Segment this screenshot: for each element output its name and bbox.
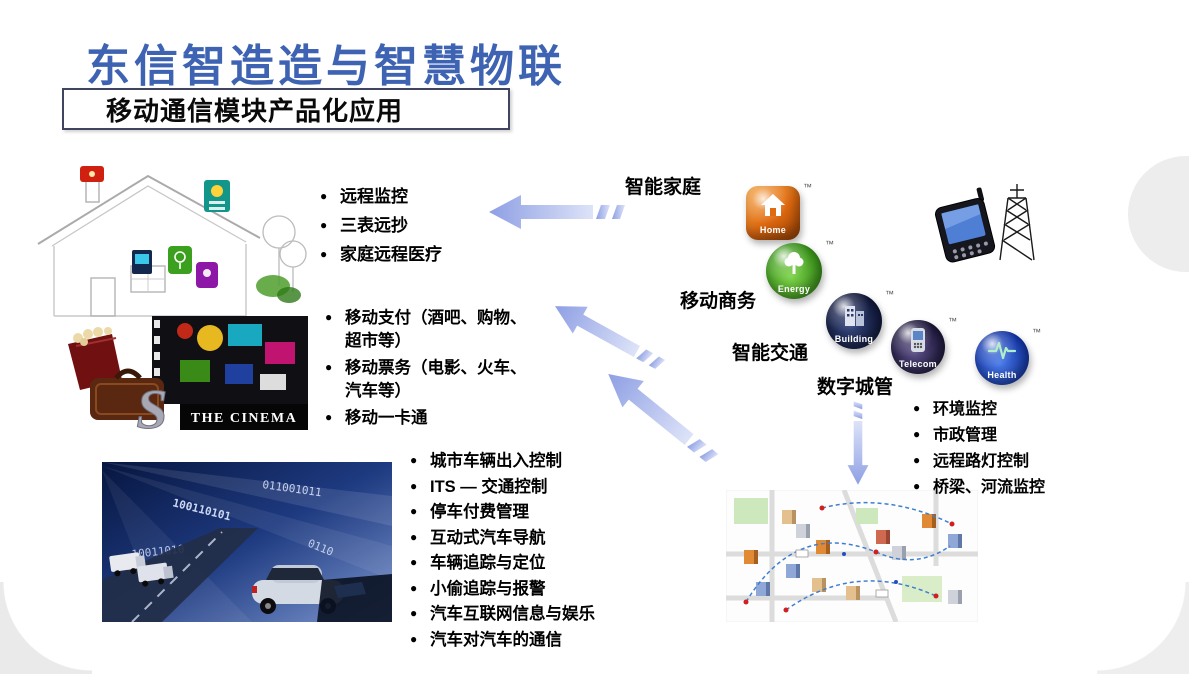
telecom-icon: Telecom ™ (891, 316, 957, 374)
home-icon: Home ™ (746, 182, 812, 240)
list-item: 家庭远程医疗 (320, 240, 442, 269)
mobile-phone-glyph-icon (911, 328, 925, 352)
list-item: 市政管理 (913, 422, 1045, 448)
list-item: 远程路灯控制 (913, 448, 1045, 474)
trademark-mark: ™ (1032, 327, 1041, 337)
category-label-mobile-commerce: 移动商务 (680, 291, 757, 312)
subtitle-text: 移动通信模块产品化应用 (106, 95, 404, 126)
trademark-mark: ™ (825, 239, 834, 249)
list-item: ITS — 交通控制 (410, 474, 595, 500)
tree-glyph-icon (784, 252, 804, 274)
smart-home-illustration (37, 166, 307, 317)
arrow-to-mobile-commerce (555, 306, 666, 369)
arrow-to-smart-transport (608, 374, 719, 462)
subtitle-box: 移动通信模块产品化应用 (62, 88, 510, 130)
list-item: 互动式汽车导航 (410, 525, 595, 551)
list-item: 移动票务（电影、火车、汽车等） (325, 356, 531, 402)
icon-label: Building (834, 334, 874, 344)
trademark-mark: ™ (885, 289, 894, 299)
cinema-illustration: THE CINEMA S (68, 316, 308, 436)
antenna-tower-icon (999, 184, 1035, 261)
category-label-smart-transport: 智能交通 (732, 343, 809, 364)
category-label-smart-home: 智能家庭 (625, 177, 702, 198)
cinema-banner-text: THE CINEMA (191, 411, 297, 426)
list-item: 远程监控 (320, 182, 442, 211)
list-item: 移动一卡通 (325, 406, 531, 430)
list-item: 小偷追踪与报警 (410, 576, 595, 602)
mobile-commerce-list: 移动支付（酒吧、购物、超市等） 移动票务（电影、火车、汽车等） 移动一卡通 (325, 306, 531, 434)
phone-and-tower-illustration (934, 184, 1035, 263)
smart-transport-list: 城市车辆出入控制 ITS — 交通控制 停车付费管理 互动式汽车导航 车辆追踪与… (410, 448, 595, 652)
icon-label: Energy (777, 284, 811, 294)
pda-phone-icon (934, 187, 996, 263)
icon-label: Telecom (899, 359, 937, 369)
smart-home-list: 远程监控 三表远抄 家庭远程医疗 (320, 182, 442, 269)
traffic-illustration: 100110101 011001011 10011010 0110 (102, 462, 392, 622)
list-item: 城市车辆出入控制 (410, 448, 595, 474)
list-item: 环境监控 (913, 396, 1045, 422)
slide-title: 东信智造造与智慧物联 (86, 42, 566, 91)
trademark-mark: ™ (803, 182, 812, 192)
list-item: 汽车互联网信息与娱乐 (410, 601, 595, 627)
digital-city-list: 环境监控 市政管理 远程路灯控制 桥梁、河流监控 (913, 396, 1045, 500)
trademark-mark: ™ (948, 316, 957, 326)
energy-icon: Energy ™ (766, 239, 834, 299)
heartbeat-glyph-icon (987, 341, 1017, 360)
icon-label: Health (987, 370, 1017, 380)
arrow-to-smart-home (489, 195, 625, 229)
list-item: 三表远抄 (320, 211, 442, 240)
corner-decoration-bottom-left (0, 582, 92, 674)
corner-circle-decoration (1128, 156, 1189, 272)
category-label-digital-city: 数字城管 (817, 377, 894, 398)
house-glyph-icon (761, 194, 785, 216)
list-item: 桥梁、河流监控 (913, 474, 1045, 500)
list-item: 停车付费管理 (410, 499, 595, 525)
building-icon: Building ™ (826, 289, 894, 349)
list-item: 车辆追踪与定位 (410, 550, 595, 576)
list-item: 汽车对汽车的通信 (410, 627, 595, 653)
icon-label: Home (759, 225, 787, 235)
building-glyph-icon (845, 306, 864, 326)
cinema-logo-s: S (136, 379, 167, 436)
list-item: 移动支付（酒吧、购物、超市等） (325, 306, 531, 352)
corner-decoration-bottom-right (1097, 582, 1189, 674)
city-map-illustration (726, 490, 978, 622)
health-icon: Health ™ (975, 327, 1041, 385)
arrow-to-digital-city (847, 401, 869, 485)
